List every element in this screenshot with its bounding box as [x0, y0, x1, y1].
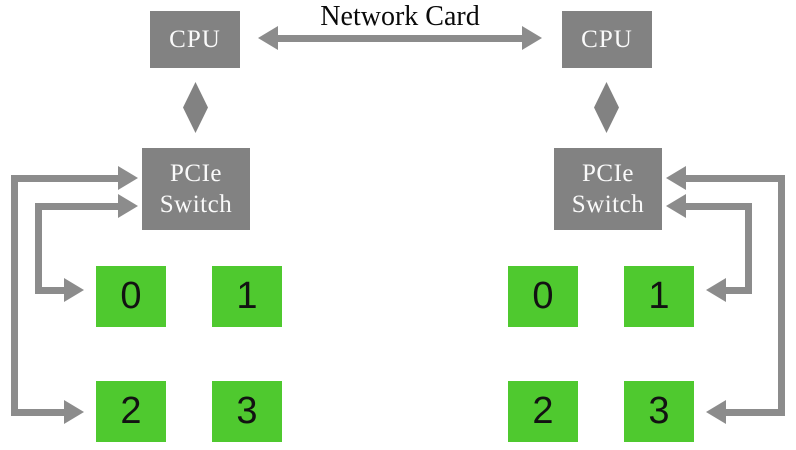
link-shaft	[726, 286, 752, 294]
pcie-switch-label-right: PCIe Switch	[572, 158, 644, 220]
arrowhead-right-icon	[118, 166, 138, 190]
network-link-shaft	[278, 34, 522, 42]
cpu-switch-diamond-icon-right	[594, 82, 619, 133]
link-shaft	[11, 174, 118, 182]
arrowhead-left-icon	[666, 166, 686, 190]
pcie-switch-label-line1-right: PCIe	[581, 160, 634, 187]
gpu-label-left-2: 2	[120, 390, 142, 432]
cpu-label-right: CPU	[581, 25, 633, 53]
link-shaft	[35, 202, 118, 210]
pcie-switch-label-left: PCIe Switch	[160, 158, 232, 220]
gpu-label-right-3: 3	[648, 390, 670, 432]
gpu-label-right-0: 0	[532, 275, 554, 317]
arrowhead-left-icon	[258, 26, 278, 50]
arrowhead-right-icon	[118, 194, 138, 218]
link-shaft	[745, 202, 752, 294]
cpu-switch-diamond-icon-left	[183, 82, 208, 133]
cpu-box-left: CPU	[150, 11, 240, 68]
gpu-box-right-3: 3	[624, 381, 694, 442]
link-shaft	[686, 202, 752, 210]
cpu-label-left: CPU	[169, 25, 221, 53]
link-shaft	[778, 174, 785, 416]
link-shaft	[686, 174, 785, 182]
gpu-label-right-1: 1	[648, 275, 670, 317]
gpu-box-left-3: 3	[212, 381, 282, 442]
gpu-box-right-0: 0	[508, 266, 578, 327]
gpu-label-left-0: 0	[120, 275, 142, 317]
gpu-box-left-1: 1	[212, 266, 282, 327]
arrowhead-left-icon	[706, 278, 726, 302]
gpu-box-right-1: 1	[624, 266, 694, 327]
gpu-box-right-2: 2	[508, 381, 578, 442]
arrowhead-left-icon	[666, 194, 686, 218]
pcie-switch-box-right: PCIe Switch	[554, 148, 662, 230]
pcie-switch-label-line1-left: PCIe	[169, 160, 222, 187]
pcie-switch-box-left: PCIe Switch	[142, 148, 250, 230]
pcie-switch-label-line2-left: Switch	[159, 191, 233, 218]
link-shaft	[35, 286, 64, 294]
gpu-box-left-2: 2	[96, 381, 166, 442]
network-card-label: Network Card	[320, 1, 480, 32]
arrowhead-right-icon	[64, 278, 84, 302]
pcie-switch-label-line2-right: Switch	[571, 191, 645, 218]
arrowhead-right-icon	[522, 26, 542, 50]
cpu-box-right: CPU	[562, 11, 652, 68]
gpu-label-left-1: 1	[236, 275, 258, 317]
link-shaft	[11, 174, 18, 416]
arrowhead-right-icon	[64, 400, 84, 424]
link-shaft	[726, 408, 785, 416]
gpu-label-left-3: 3	[236, 390, 258, 432]
gpu-box-left-0: 0	[96, 266, 166, 327]
arrowhead-left-icon	[706, 400, 726, 424]
link-shaft	[11, 408, 64, 416]
gpu-label-right-2: 2	[532, 390, 554, 432]
link-shaft	[35, 202, 42, 294]
